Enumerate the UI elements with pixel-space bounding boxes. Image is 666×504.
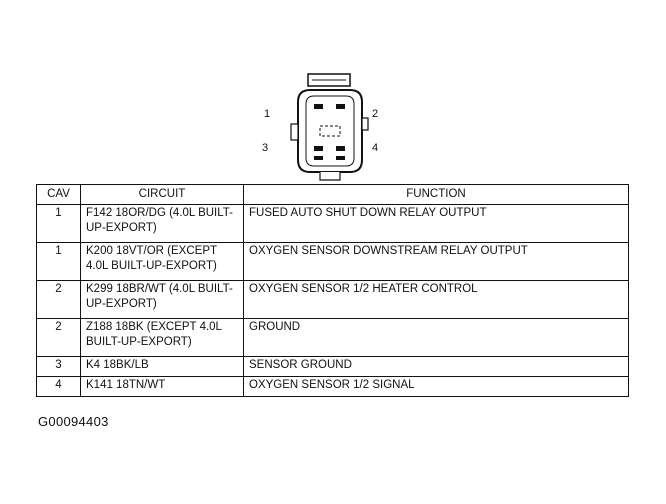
cell-cav: 1 xyxy=(36,242,81,281)
connector-diagram: 1 2 3 4 xyxy=(262,73,378,181)
cell-cav: 2 xyxy=(36,280,81,319)
cell-function: GROUND xyxy=(243,318,629,357)
table-row: 2 Z188 18BK (EXCEPT 4.0L BUILT-UP-EXPORT… xyxy=(36,318,629,357)
header-function: FUNCTION xyxy=(243,184,629,205)
pinout-table: CAV CIRCUIT FUNCTION 1 F142 18OR/DG (4.0… xyxy=(36,184,629,397)
cell-circuit: Z188 18BK (EXCEPT 4.0L BUILT-UP-EXPORT) xyxy=(80,318,244,357)
cell-cav: 1 xyxy=(36,204,81,243)
table-row: 4 K141 18TN/WT OXYGEN SENSOR 1/2 SIGNAL xyxy=(36,376,629,397)
center-key xyxy=(319,125,341,137)
cell-cav: 3 xyxy=(36,356,81,377)
cell-circuit: F142 18OR/DG (4.0L BUILT-UP-EXPORT) xyxy=(80,204,244,243)
cell-circuit: K141 18TN/WT xyxy=(80,376,244,397)
pin-label-1: 1 xyxy=(264,108,270,120)
pin-label-2: 2 xyxy=(372,108,378,120)
table-header-row: CAV CIRCUIT FUNCTION xyxy=(36,184,629,205)
connector-body xyxy=(297,89,363,173)
cell-function: OXYGEN SENSOR 1/2 SIGNAL xyxy=(243,376,629,397)
cell-circuit: K200 18VT/OR (EXCEPT 4.0L BUILT-UP-EXPOR… xyxy=(80,242,244,281)
table-row: 1 F142 18OR/DG (4.0L BUILT-UP-EXPORT) FU… xyxy=(36,204,629,243)
table-row: 2 K299 18BR/WT (4.0L BUILT-UP-EXPORT) OX… xyxy=(36,280,629,319)
cell-function: SENSOR GROUND xyxy=(243,356,629,377)
table-row: 1 K200 18VT/OR (EXCEPT 4.0L BUILT-UP-EXP… xyxy=(36,242,629,281)
cell-circuit: K4 18BK/LB xyxy=(80,356,244,377)
cavity-3 xyxy=(314,146,323,151)
table-row: 3 K4 18BK/LB SENSOR GROUND xyxy=(36,356,629,377)
cell-cav: 2 xyxy=(36,318,81,357)
cavity-2 xyxy=(336,104,345,109)
figure-id: G00094403 xyxy=(38,414,109,429)
cavity-1 xyxy=(314,104,323,109)
pin-label-3: 3 xyxy=(262,142,268,154)
cell-function: OXYGEN SENSOR DOWNSTREAM RELAY OUTPUT xyxy=(243,242,629,281)
cell-function: OXYGEN SENSOR 1/2 HEATER CONTROL xyxy=(243,280,629,319)
header-cav: CAV xyxy=(36,184,81,205)
pin-label-4: 4 xyxy=(372,142,378,154)
cell-circuit: K299 18BR/WT (4.0L BUILT-UP-EXPORT) xyxy=(80,280,244,319)
cavity-4 xyxy=(336,146,345,151)
cell-cav: 4 xyxy=(36,376,81,397)
header-circuit: CIRCUIT xyxy=(80,184,244,205)
cell-function: FUSED AUTO SHUT DOWN RELAY OUTPUT xyxy=(243,204,629,243)
